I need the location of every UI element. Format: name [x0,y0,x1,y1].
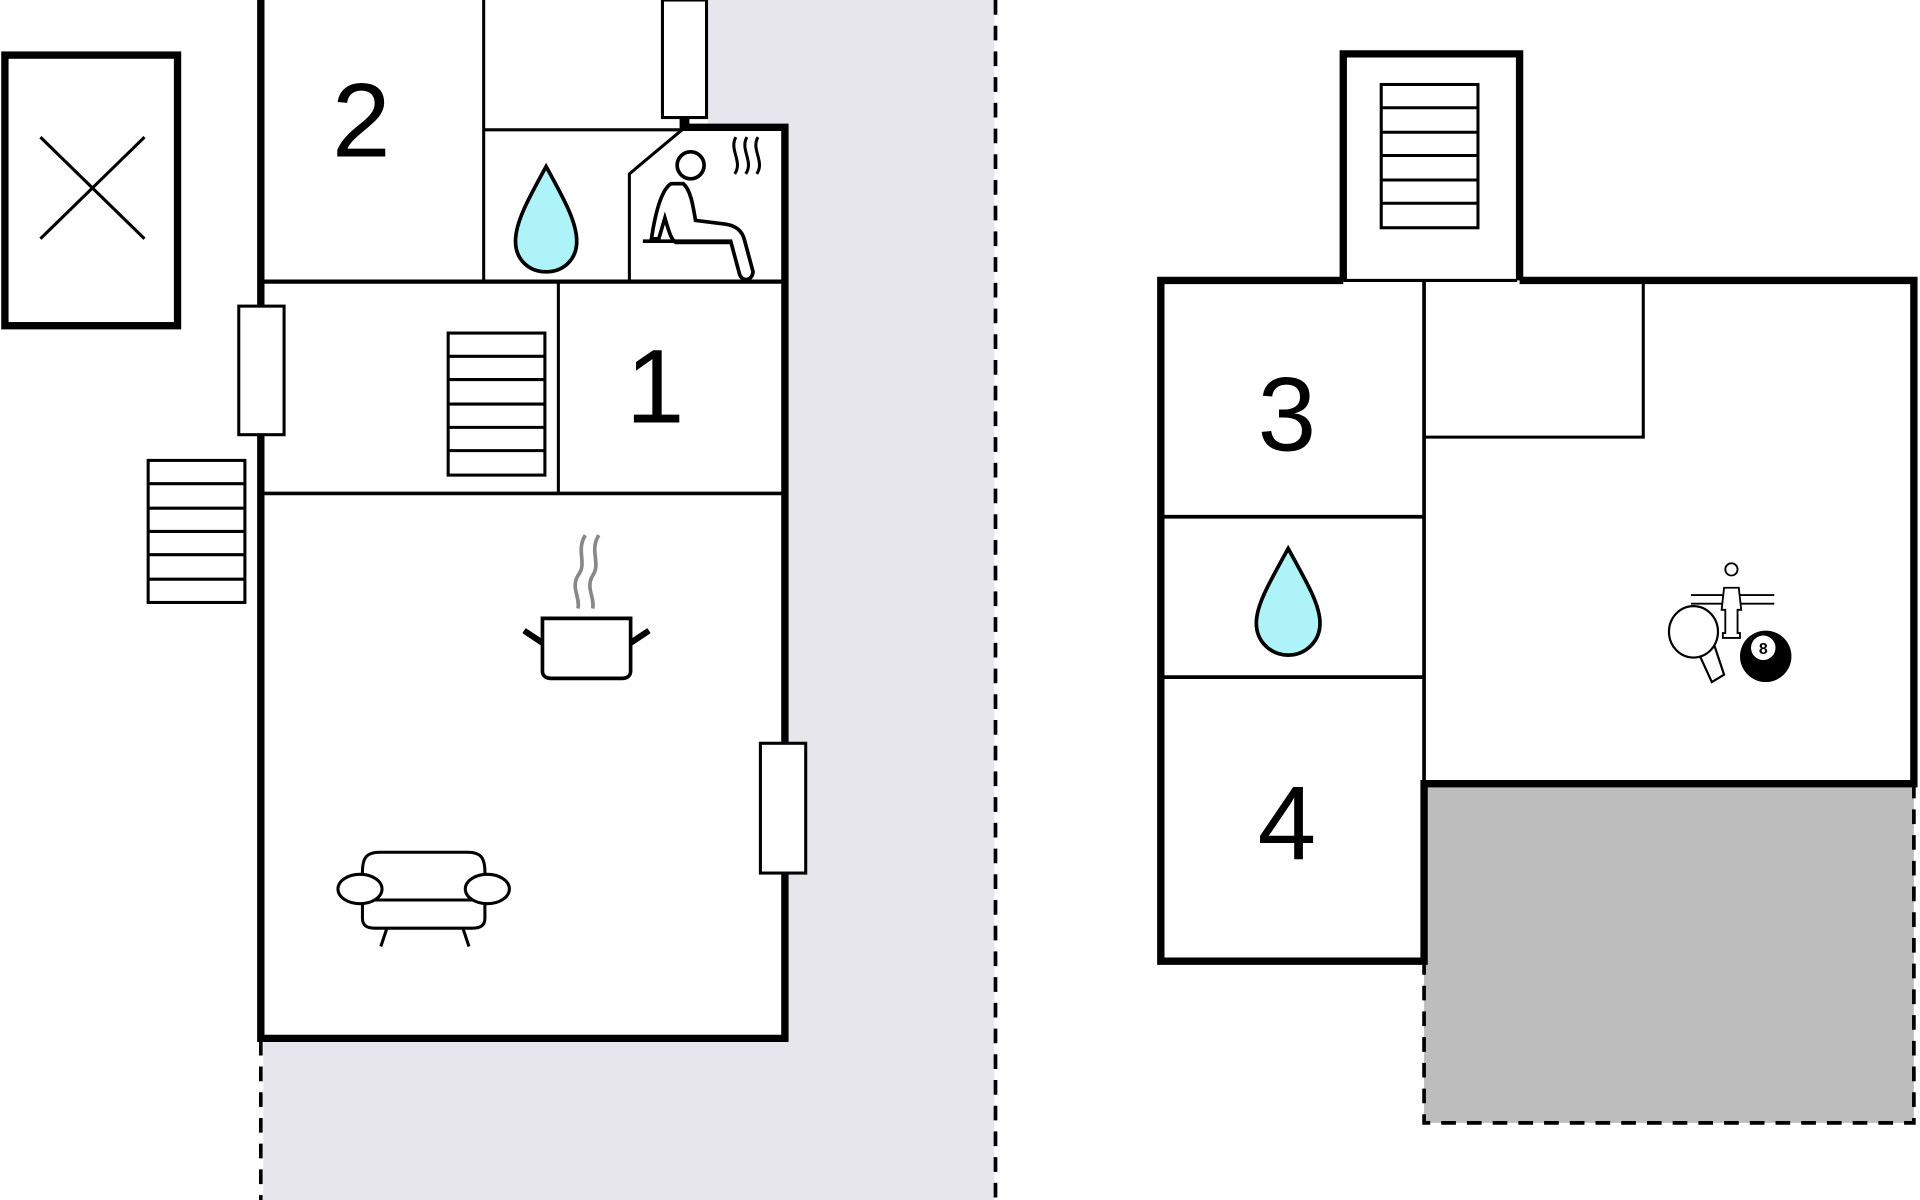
staircase-icon [446,331,547,477]
ground-floor: 2 1 [237,0,808,1043]
kitchen-pot-icon [522,534,651,681]
room-number-2: 2 [332,63,391,180]
covered-terrace [1424,783,1914,1123]
table-football-icon [1691,562,1775,639]
staircase-icon [1379,82,1480,230]
game-room-icons: 8 [1667,562,1792,684]
room-number-3: 3 [1258,357,1317,474]
bathroom-water-drop-icon [1254,544,1322,657]
shed-unavailable-icon [1,51,182,330]
room-number-4: 4 [1258,766,1317,883]
window [660,0,709,120]
table-tennis-paddle-icon [1667,605,1726,684]
billiard-ball-number: 8 [1759,641,1768,658]
sauna-icon [642,136,762,282]
door [758,741,808,875]
bathroom-water-drop-icon [513,162,579,274]
second-floor: 3 4 8 [1157,50,1918,1125]
outdoor-staircase-icon [146,458,247,604]
sofa-icon [336,850,511,948]
room-number-1: 1 [626,328,685,445]
door [237,304,286,437]
billiard-ball-icon: 8 [1740,630,1792,683]
